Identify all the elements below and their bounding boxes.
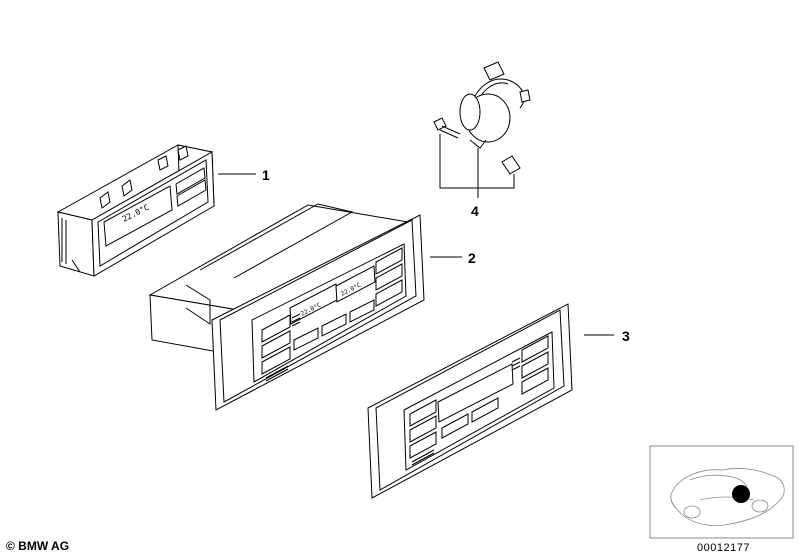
part-number-2: 2 xyxy=(468,250,476,266)
part-2-control-unit[interactable]: 22.0°C 22.0°C xyxy=(148,203,425,411)
copyright-text: © BMW AG xyxy=(6,539,70,553)
part-4-sensor[interactable] xyxy=(433,61,531,198)
locator-dot-icon xyxy=(732,485,750,503)
part-1-control-unit[interactable]: 22.0°C xyxy=(56,144,215,277)
part-number-1: 1 xyxy=(262,167,270,183)
part-3-front-panel[interactable] xyxy=(367,303,573,499)
part-number-4: 4 xyxy=(471,203,479,219)
car-locator-thumbnail xyxy=(649,445,794,539)
car-outline-icon xyxy=(670,468,785,526)
part-number-3: 3 xyxy=(622,328,630,344)
diagram-id: 00012177 xyxy=(697,542,750,554)
